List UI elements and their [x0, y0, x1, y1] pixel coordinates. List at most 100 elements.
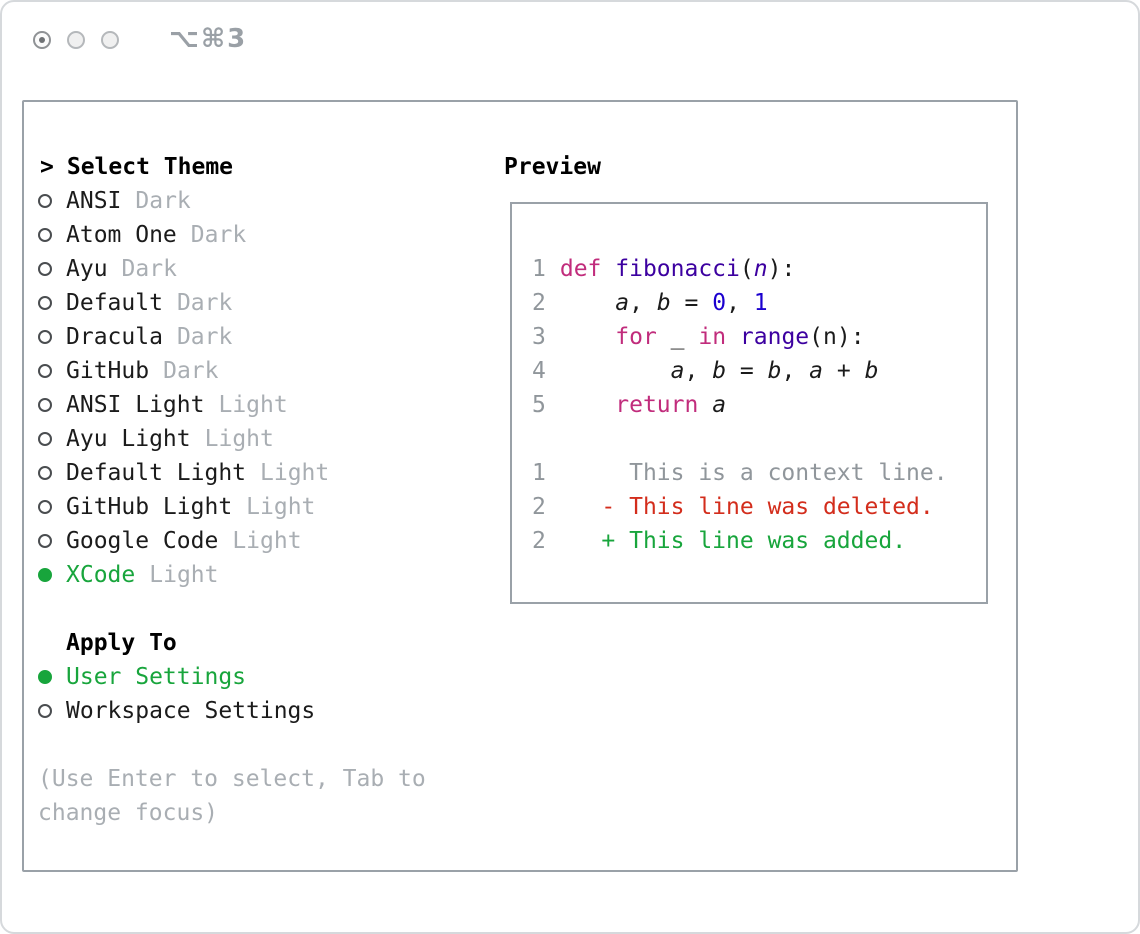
option-label: ANSI Light	[66, 392, 205, 418]
code-token: _	[656, 324, 699, 350]
code-token	[560, 494, 602, 520]
code-line: 4 a, b = b, a + b	[532, 354, 986, 388]
code-token: b	[656, 290, 671, 316]
select-theme-heading: > Select Theme	[40, 150, 233, 184]
option-label: GitHub	[66, 358, 150, 384]
option-variant: Light	[204, 426, 274, 452]
option-variant: Light	[218, 392, 288, 418]
option-variant: Dark	[135, 188, 191, 214]
radio-icon	[38, 194, 52, 208]
option-label: User Settings	[66, 664, 247, 690]
radio-icon	[38, 398, 52, 412]
theme-option-ansi-light[interactable]: ANSI Light Light	[38, 388, 329, 422]
code-line: 3 for _ in range(n):	[532, 320, 986, 354]
select-theme-title: Select Theme	[66, 154, 234, 180]
option-variant: Dark	[163, 358, 219, 384]
option-label: Workspace Settings	[66, 698, 316, 724]
code-token: a	[670, 358, 685, 384]
line-number: 3	[532, 324, 546, 350]
option-variant: Light	[232, 528, 302, 554]
radio-icon	[38, 364, 52, 378]
code-token: + This line was added.	[601, 528, 907, 554]
apply-to-heading: Apply To	[66, 630, 177, 656]
code-token: b	[864, 358, 879, 384]
apply-option-user-settings[interactable]: User Settings	[38, 660, 315, 694]
code-token: ,	[629, 290, 657, 316]
code-token: =	[726, 358, 768, 384]
code-token	[726, 324, 740, 350]
code-token: 0	[712, 290, 727, 316]
radio-icon	[38, 704, 52, 718]
code-token: a	[712, 392, 727, 418]
code-token	[560, 290, 615, 316]
code-token: in	[698, 324, 727, 350]
keyboard-shortcut-label: ⌥⌘3	[169, 24, 248, 54]
option-variant: Dark	[190, 222, 247, 248]
theme-option-ayu[interactable]: Ayu Dark	[38, 252, 329, 286]
code-token: ,	[726, 290, 754, 316]
window-control-3-icon[interactable]	[101, 31, 119, 49]
code-token: - This line was deleted.	[601, 494, 934, 520]
option-label: ANSI	[66, 188, 122, 214]
radio-icon	[38, 432, 52, 446]
theme-option-ayu-light[interactable]: Ayu Light Light	[38, 422, 329, 456]
option-label: Google Code	[66, 528, 219, 554]
code-token: a	[809, 358, 824, 384]
code-token	[560, 324, 615, 350]
window-control-1-icon[interactable]	[33, 31, 51, 49]
radio-icon	[38, 500, 52, 514]
code-token: for	[615, 324, 657, 350]
code-token: (	[739, 256, 754, 282]
theme-option-ansi[interactable]: ANSI Dark	[38, 184, 329, 218]
code-token	[560, 528, 602, 554]
code-token: ):	[767, 256, 796, 282]
code-token: n	[753, 256, 768, 282]
window-control-2-icon[interactable]	[67, 31, 85, 49]
code-token: a	[615, 290, 630, 316]
option-label: Ayu	[66, 256, 108, 282]
code-token	[698, 392, 712, 418]
window-controls	[33, 31, 119, 49]
theme-option-github[interactable]: GitHub Dark	[38, 354, 329, 388]
radio-icon	[38, 330, 52, 344]
code-token: return	[615, 392, 699, 418]
preview-heading: Preview	[504, 154, 601, 180]
code-token: This is a context line.	[559, 460, 948, 486]
code-token: +	[823, 358, 865, 384]
option-variant: Dark	[121, 256, 177, 282]
line-number: 4	[532, 358, 546, 384]
code-token	[560, 392, 615, 418]
option-label: Dracula	[66, 324, 163, 350]
code-token: fibonacci	[615, 256, 740, 282]
theme-option-google-code[interactable]: Google Code Light	[38, 524, 329, 558]
code-line: 5 return a	[532, 388, 986, 422]
line-number: 5	[532, 392, 546, 418]
option-label: Default Light	[66, 460, 247, 486]
code-token: =	[670, 290, 713, 316]
apply-option-workspace-settings[interactable]: Workspace Settings	[38, 694, 315, 728]
radio-icon	[38, 262, 52, 276]
option-label: XCode	[66, 562, 136, 588]
code-line: 2 + This line was added.	[532, 524, 986, 558]
code-token: b	[712, 358, 727, 384]
line-number: 2	[532, 494, 546, 520]
radio-icon	[38, 534, 52, 548]
option-label: GitHub Light	[66, 494, 233, 520]
code-token: def	[559, 256, 616, 282]
radio-selected-icon	[38, 568, 52, 582]
option-variant: Dark	[176, 290, 233, 316]
code-token: 1	[753, 290, 768, 316]
option-label: Ayu Light	[66, 426, 191, 452]
focus-prompt: >	[40, 154, 54, 180]
hint-text: (Use Enter to select, Tab to change focu…	[38, 766, 426, 826]
